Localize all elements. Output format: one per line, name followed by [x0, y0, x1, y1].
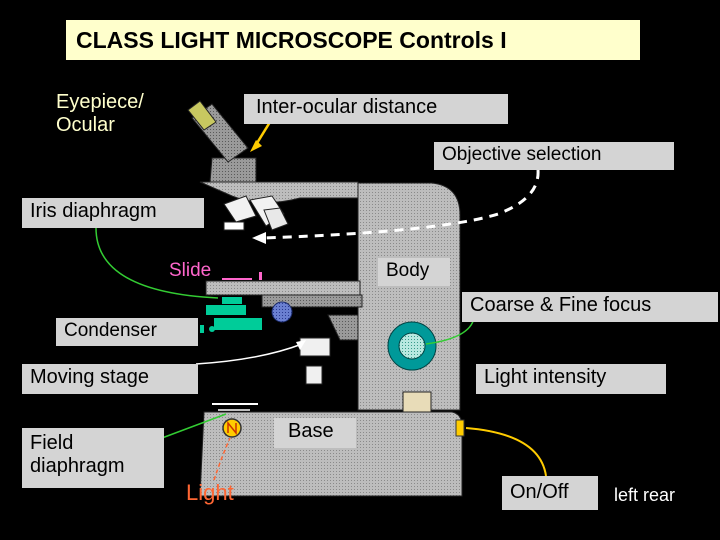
label-field-line1: Field — [30, 432, 74, 454]
condenser-mount — [327, 314, 359, 341]
label-objective-selection: Objective selection — [434, 142, 674, 170]
condenser-mid — [206, 305, 246, 315]
label-interocular-distance: Inter-ocular distance — [244, 94, 508, 124]
intensity-dial — [402, 391, 432, 415]
microscope-arm — [357, 182, 461, 411]
objective-tip — [223, 221, 245, 231]
stage-control-bottom — [305, 365, 323, 385]
label-moving-stage: Moving stage — [22, 364, 198, 394]
focus-knob-inner — [398, 332, 426, 360]
objective-lens-1 — [223, 195, 257, 223]
label-eyepiece-line1: Eyepiece/ — [56, 91, 144, 113]
label-eyepiece: Eyepiece/ Ocular — [56, 91, 144, 137]
label-light-intensity: Light intensity — [476, 364, 666, 394]
label-slide: Slide — [169, 260, 212, 281]
label-base: Base — [274, 418, 356, 448]
eyepiece-tube — [209, 157, 257, 183]
condenser-knob — [209, 326, 215, 332]
label-eyepiece-line2: Ocular — [56, 114, 115, 136]
condenser-top — [222, 297, 242, 304]
label-left-rear: left rear — [614, 485, 676, 505]
stage-knob — [271, 301, 293, 323]
condenser-lever — [200, 325, 204, 333]
microscope-head — [199, 181, 359, 204]
microscope-base — [199, 411, 463, 497]
label-coarse-fine-focus: Coarse & Fine focus — [462, 292, 718, 322]
label-light: Light — [186, 480, 234, 505]
pointer-iris — [95, 227, 219, 299]
slide-marker — [259, 272, 262, 280]
pointer-moving-stage — [195, 343, 303, 365]
condenser-lower — [214, 318, 262, 330]
power-switch — [455, 419, 465, 437]
label-field-line2: diaphragm — [30, 455, 125, 477]
pointer-light — [213, 437, 231, 481]
pointer-on-off — [465, 427, 547, 477]
page-title: CLASS LIGHT MICROSCOPE Controls I — [66, 20, 640, 60]
stage-plate — [205, 280, 361, 296]
label-iris-diaphragm: Iris diaphragm — [22, 198, 204, 228]
label-condenser: Condenser — [56, 318, 198, 346]
ocular-lens — [187, 100, 217, 131]
label-on-off: On/Off — [502, 476, 598, 510]
pointer-field-diaphragm — [161, 413, 227, 439]
pointer-objective — [261, 169, 540, 240]
label-body: Body — [378, 258, 450, 286]
objective-lens-3 — [263, 207, 289, 231]
label-field-diaphragm: Field diaphragm — [22, 428, 164, 488]
